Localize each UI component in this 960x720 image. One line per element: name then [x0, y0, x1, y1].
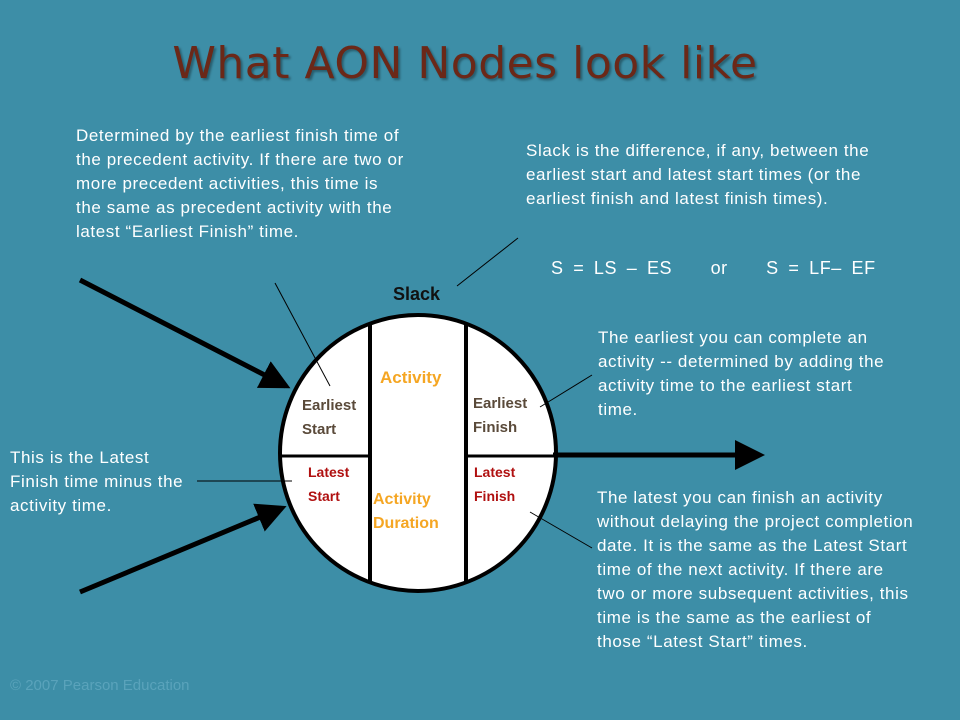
node-latest-start-label: Latest Start: [308, 464, 350, 504]
node-activity-duration-label: Activity Duration: [373, 491, 439, 532]
copyright-footer: © 2007 Pearson Education: [10, 677, 190, 694]
incoming-arrow-bottom: [79, 503, 287, 595]
node-latest-finish-label: Latest Finish: [474, 464, 516, 504]
callout-latest-finish: [529, 511, 593, 549]
earliest-start-explanation: Determined by the earliest finish time o…: [76, 126, 404, 241]
slide-title: What AON Nodes look like: [172, 38, 758, 89]
slack-explanation: Slack is the difference, if any, between…: [526, 141, 870, 208]
slack-formula: S = LS – ES or S = LF– EF: [551, 258, 876, 278]
callout-slack: [456, 237, 519, 287]
node-circle: [278, 313, 558, 593]
node-earliest-start-label: Earliest Start: [302, 397, 357, 438]
latest-start-explanation: This is the Latest Finish time minus the…: [10, 448, 184, 515]
earliest-finish-explanation: The earliest you can complete an activit…: [598, 328, 885, 419]
latest-finish-explanation: The latest you can finish an activity wi…: [597, 488, 914, 651]
incoming-arrow-top: [78, 277, 291, 389]
callout-earliest-finish: [539, 374, 593, 408]
node-activity-label: Activity: [380, 368, 442, 387]
node-slack-label: Slack: [393, 284, 441, 304]
node-earliest-finish-label: Earliest Finish: [473, 395, 528, 436]
callout-earliest-start: [274, 282, 331, 387]
